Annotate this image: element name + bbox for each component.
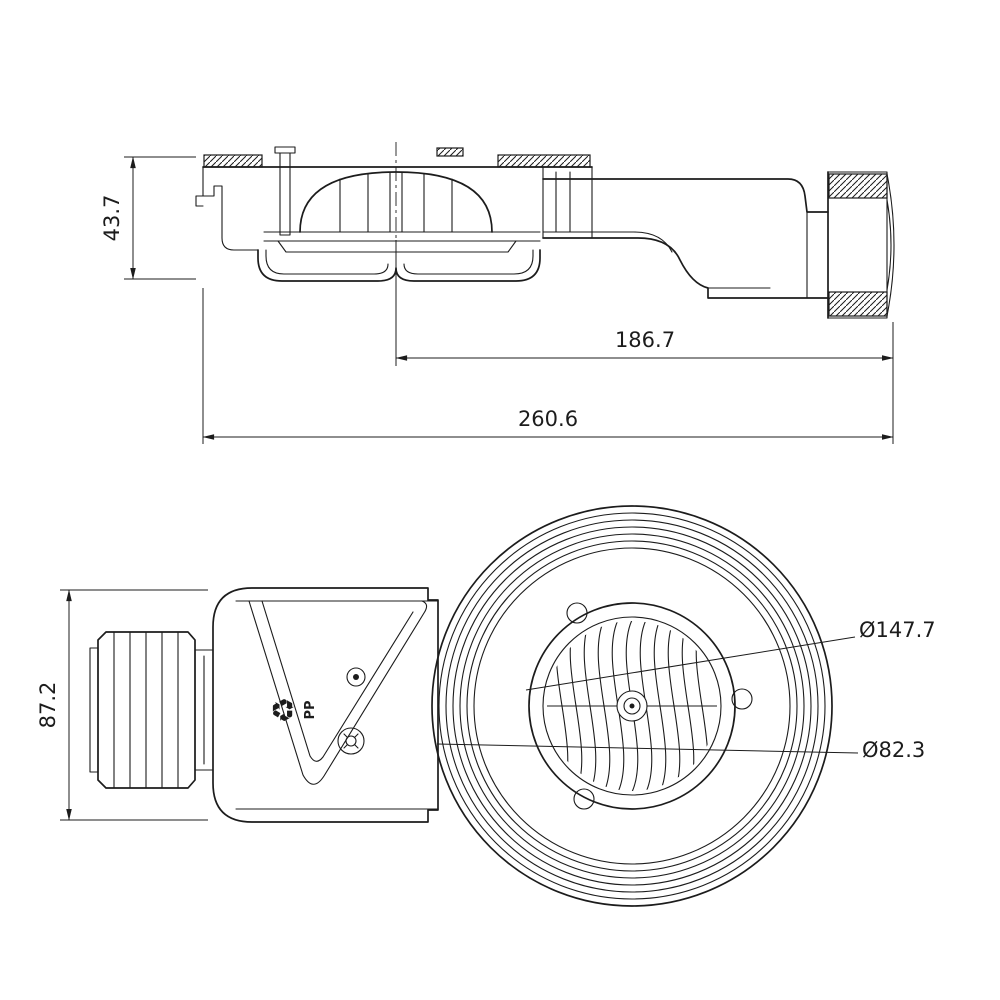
dimension-center-to-outlet: 186.7 <box>395 240 894 366</box>
screw-boss <box>337 727 365 755</box>
center-hub-inner <box>623 697 641 715</box>
pin-cap <box>274 146 296 154</box>
nut-thread-top <box>828 173 888 199</box>
material-marking: ♻ PP <box>267 697 318 724</box>
funnel-outer-contour <box>248 600 428 785</box>
nut-thread-bottom <box>828 291 888 317</box>
ext-lines-43-7 <box>124 156 196 280</box>
ext-lines-87-2 <box>60 589 208 821</box>
dimension-body-height: 87.2 <box>36 589 208 821</box>
dimension-side-height: 43.7 <box>100 156 196 280</box>
dim-label-43-7: 43.7 <box>100 195 124 242</box>
label-82-3: Ø82.3 <box>862 738 925 762</box>
plan-view <box>431 505 833 907</box>
left-bracket <box>195 166 259 251</box>
screw-hole-top <box>566 602 588 624</box>
funnel-inner-contour <box>261 600 414 762</box>
outer-ring-1 <box>431 505 833 907</box>
connector-end-cap <box>89 647 99 773</box>
outer-ring-7 <box>473 547 791 865</box>
profile-body-outline <box>212 587 439 823</box>
dimension-overall-length: 260.6 <box>202 288 894 444</box>
hatched-strip-right <box>497 154 591 168</box>
pipe-bottom-edge <box>542 237 829 299</box>
dome-internal-lines <box>339 172 453 233</box>
dome-base-lines <box>263 231 541 253</box>
connector-neck <box>194 649 214 771</box>
dim-label-87-2: 87.2 <box>36 682 60 729</box>
dim-label-260-6: 260.6 <box>518 407 578 431</box>
profile-inner-edges <box>235 600 439 810</box>
outer-ring-3 <box>445 519 819 893</box>
outer-ring-6 <box>466 540 798 872</box>
hatched-boss-center <box>436 147 464 157</box>
profile-view: ♻ PP <box>89 587 439 823</box>
center-hub-dot <box>629 703 635 709</box>
pipe-top-edge <box>542 178 829 213</box>
small-hole-center <box>353 674 359 680</box>
screw-boss-inner <box>345 735 357 747</box>
leader-147-7 <box>525 636 856 691</box>
label-147-7: Ø147.7 <box>859 618 936 642</box>
side-elevation-view <box>195 142 895 319</box>
screw-boss-spokes <box>343 733 359 749</box>
connector-nut-ribs <box>113 631 179 789</box>
screw-hole-right <box>731 688 753 710</box>
recycle-icon: ♻ <box>267 697 302 724</box>
screw-hole-bottom <box>573 788 595 810</box>
outer-ring-5 <box>459 533 805 879</box>
outer-ring-4 <box>452 526 812 886</box>
callout-flange-diameter: Ø147.7 <box>525 618 936 691</box>
grate-rim-circle <box>542 616 722 796</box>
callout-grate-diameter: Ø82.3 <box>436 738 925 762</box>
leader-82-3 <box>436 743 859 754</box>
connector-nut-outline <box>97 631 196 789</box>
small-hole <box>346 667 366 687</box>
flange-joint-lines <box>542 166 593 239</box>
bottom-channel-inner <box>265 249 534 275</box>
outer-ring-2 <box>438 512 826 900</box>
material-label: PP <box>303 700 318 719</box>
nut-body-lines <box>828 171 888 319</box>
nut-cap-arcs <box>886 173 895 317</box>
pin-stem <box>279 152 291 236</box>
dim-label-186-7: 186.7 <box>615 328 675 352</box>
ext-lines-260-6 <box>202 288 894 444</box>
bottom-channel-outer <box>257 249 541 282</box>
pipe-inner-lines <box>542 211 808 299</box>
hatched-strip-left <box>203 154 263 168</box>
